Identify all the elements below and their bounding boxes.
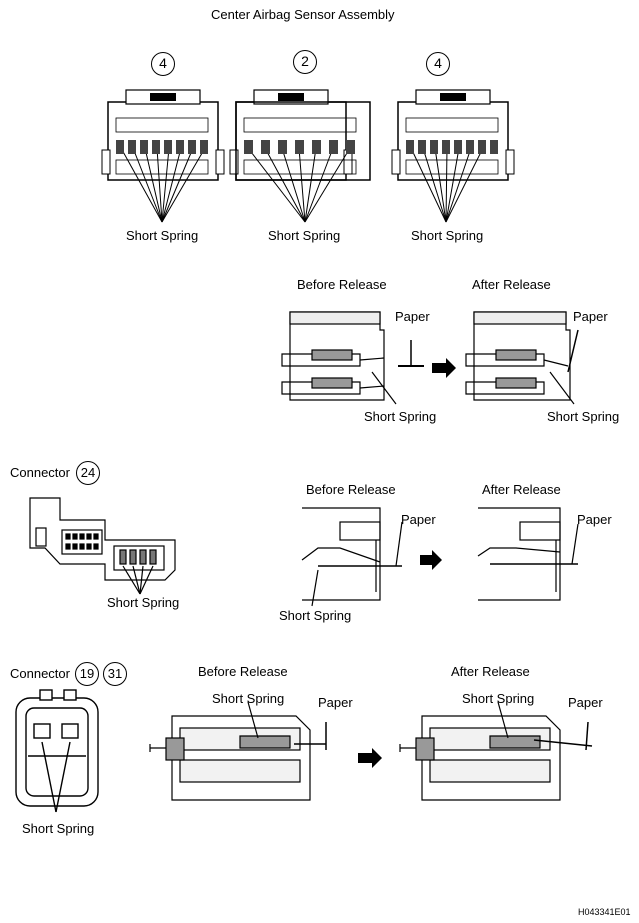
connector-2-center (229, 89, 371, 181)
paper-label: Paper (577, 512, 612, 527)
release-after-19 (399, 701, 593, 801)
after-release-label: After Release (482, 482, 561, 497)
short-spring-label: Short Spring (364, 409, 437, 424)
release-before-top (281, 311, 424, 405)
arrow-right-icon (358, 748, 382, 768)
short-spring-label: Short Spring (411, 228, 484, 243)
paper-label: Paper (395, 309, 430, 324)
connector-19-31-drawing (15, 689, 99, 813)
diagram-title: Center Airbag Sensor Assembly (211, 7, 395, 22)
after-release-label: After Release (451, 664, 530, 679)
figure-code: H043341E01 (578, 907, 631, 917)
short-spring-label: Short Spring (22, 821, 95, 836)
connector-number-badge: 24 (76, 461, 100, 485)
arrow-right-icon (420, 550, 442, 570)
release-before-24 (301, 507, 403, 607)
release-before-19 (149, 701, 327, 801)
short-spring-label: Short Spring (126, 228, 199, 243)
connector-number-badge: 2 (293, 50, 317, 74)
before-release-label: Before Release (198, 664, 288, 679)
short-spring-label: Short Spring (107, 595, 180, 610)
short-spring-label: Short Spring (268, 228, 341, 243)
connector-number-badge: 4 (426, 52, 450, 76)
connector-24-drawing (29, 497, 176, 595)
paper-label: Paper (568, 695, 603, 710)
connector-number-badge: 19 (75, 662, 99, 686)
connector-label: Connector (10, 465, 70, 480)
paper-label: Paper (318, 695, 353, 710)
before-release-label: Before Release (306, 482, 396, 497)
release-after-top (465, 311, 579, 405)
short-spring-label: Short Spring (279, 608, 352, 623)
paper-label: Paper (573, 309, 608, 324)
short-spring-label: Short Spring (547, 409, 620, 424)
short-spring-label: Short Spring (462, 691, 535, 706)
connector-4-left (101, 89, 225, 181)
paper-label: Paper (401, 512, 436, 527)
connector-4-right (391, 89, 515, 181)
arrow-right-icon (432, 358, 456, 378)
release-after-24 (477, 507, 579, 601)
before-release-label: Before Release (297, 277, 387, 292)
connector-number-badge: 4 (151, 52, 175, 76)
connector-number-badge: 31 (103, 662, 127, 686)
after-release-label: After Release (472, 277, 551, 292)
connector-label: Connector (10, 666, 70, 681)
short-spring-label: Short Spring (212, 691, 285, 706)
